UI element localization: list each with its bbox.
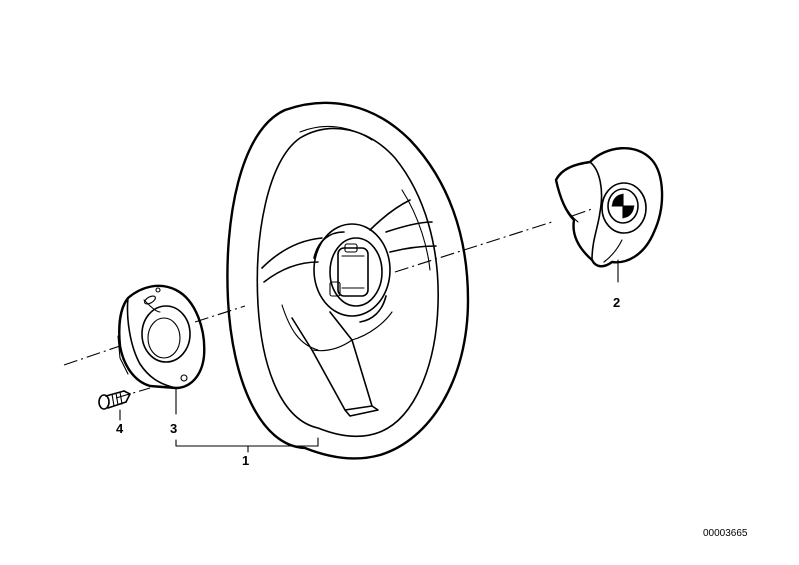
callout-1: 1 [242,453,249,468]
callout-3: 3 [170,421,177,436]
hub-adapter-part [117,284,206,415]
screw-part [98,390,131,421]
drawing-code: 00003665 [703,528,748,539]
horn-pad-part [554,146,664,283]
center-axis-line [63,208,593,399]
steering-wheel-part [226,101,470,460]
assembly-bracket [175,437,319,447]
callout-4: 4 [116,421,124,436]
callout-2: 2 [613,295,620,310]
